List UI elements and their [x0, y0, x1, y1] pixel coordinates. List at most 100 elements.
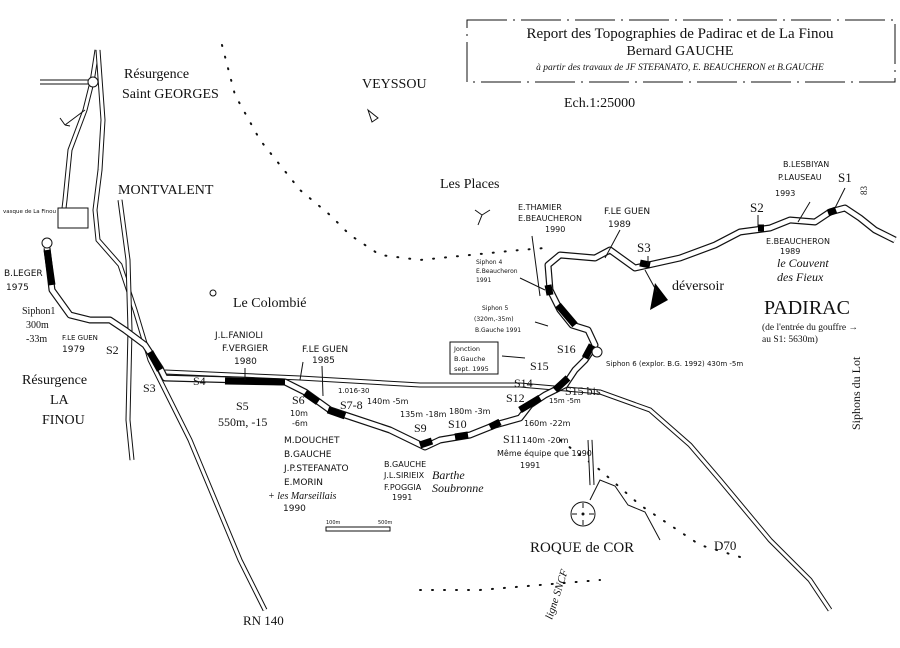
label-montvalent: MONTVALENT [118, 183, 214, 198]
ann-s11-stats: 140m -20m [522, 436, 569, 445]
ann-s10: S10 [448, 417, 467, 431]
cliff-edge [589, 479, 661, 541]
ann-s3-left: S3 [143, 381, 156, 395]
ann-siphon4: Siphon 4 [476, 259, 502, 266]
ann-s11-year: 1991 [520, 461, 540, 470]
ann-s6-stats: -6m [292, 419, 308, 428]
ann-s11-team: Même équipe que 1990 [497, 448, 592, 458]
veyssou-marker-icon [366, 108, 379, 123]
ann-siphon6: Siphon 6 (explor. B.G. 1992) 430m -5m [606, 360, 743, 368]
ann-fleguen3: F.LE GUEN [604, 207, 650, 217]
ann-team2-1: B.GAUCHE [384, 460, 426, 469]
label-saint-georges: Saint GEORGES [122, 87, 219, 102]
boundary-dotted [419, 579, 601, 591]
svg-text:500m: 500m [378, 520, 393, 526]
label-finou: FINOU [42, 413, 85, 428]
boundary-dotted [221, 44, 546, 262]
scale-bar: 100m 500m [325, 520, 393, 532]
ann-team-4: E.MORIN [284, 478, 323, 488]
padirac-note: au S1: 5630m) [762, 334, 818, 345]
ann-team-year: 1990 [283, 504, 306, 514]
ann-s6-stats: 10m [290, 409, 308, 418]
siphon-segments [43, 206, 838, 449]
ann-siphon4: E.Beaucheron [476, 268, 518, 275]
ann-siphon1: Siphon1 [22, 306, 55, 317]
ann-s1: S1 [838, 170, 852, 185]
flow-arrow-icon [59, 109, 86, 127]
ann-s14: S14 [514, 376, 533, 390]
ann-siphon5: (320m,-35m) [474, 316, 514, 323]
padirac-note: (de l'entrée du gouffre → [762, 322, 858, 333]
ann-s78-stats: 140m -5m [367, 397, 409, 406]
ann-siphon5: Siphon 5 [482, 305, 508, 312]
label-road-83: 83 [859, 186, 869, 196]
svg-text:B.Gauche: B.Gauche [454, 355, 485, 363]
label-fieux: des Fieux [777, 270, 824, 284]
ann-team-5: + les Marseillais [268, 491, 337, 502]
ann-team-3: J.P.STEFANATO [283, 464, 349, 474]
colombie-marker [209, 289, 217, 297]
ann-s12: S12 [506, 391, 525, 405]
deversoir-arrow-icon [650, 283, 668, 310]
ann-team2-3: F.POGGIA [384, 483, 422, 492]
ann-siphon5: B.Gauche 1991 [475, 327, 521, 334]
label-vasque: vasque de La Finou [3, 209, 56, 215]
ann-s4: S4 [193, 374, 206, 388]
ann-beaucheron: E.BEAUCHERON [766, 237, 830, 246]
roque-de-cor-symbol-icon [570, 501, 596, 527]
ann-vergier: F.VERGIER [222, 344, 268, 354]
ann-lesbiyan: B.LESBIYAN [783, 160, 829, 169]
label-veyssou: VEYSSOU [362, 77, 427, 92]
ann-lauseau: P.LAUSEAU [778, 173, 822, 182]
ann-thamier: E.BEAUCHERON [518, 214, 582, 223]
ann-s14-stats: 15m -5m [549, 397, 581, 405]
ann-team2-year: 1991 [392, 493, 412, 502]
ann-siphon1-depth: -33m [26, 334, 47, 345]
svg-text:Jonction: Jonction [453, 345, 480, 353]
jonction-box: Jonction B.Gauche sept. 1995 [449, 341, 499, 375]
vasque-finou-marker [41, 237, 53, 249]
building-icon [57, 207, 89, 229]
label-couvent: le Couvent [777, 256, 829, 270]
label-la: LA [50, 393, 70, 408]
ann-s9: S9 [414, 421, 427, 435]
ann-s10-stats: 180m -3m [449, 407, 491, 416]
label-les-places: Les Places [440, 177, 499, 192]
leader-lines [244, 187, 846, 397]
map-title: Report des Topographies de Padirac et de… [527, 26, 834, 42]
ann-siphon4: 1991 [476, 277, 491, 284]
ann-lesbiyan-year: 1993 [775, 189, 795, 198]
ann-fleguen3-year: 1989 [608, 220, 631, 230]
boundary-dotted [559, 439, 751, 561]
scale-label: Ech.1:25000 [564, 96, 635, 111]
label-barthe: Barthe [432, 468, 465, 482]
ann-s3-right: S3 [637, 240, 651, 255]
ann-fleguen2: F.LE GUEN [302, 345, 348, 355]
ann-s9-stats: 135m -18m [400, 410, 447, 419]
ann-s5-stats: 550m, -15 [218, 415, 267, 429]
label-resurgence-sg: Résurgence [124, 67, 189, 82]
ann-thamier-year: 1990 [545, 225, 565, 234]
label-resurgence-finou: Résurgence [22, 373, 87, 388]
label-roque-de-cor: ROQUE de COR [530, 540, 634, 556]
label-rn140: RN 140 [243, 613, 284, 628]
y-mark-icon [474, 209, 491, 226]
ann-s15: S15 [530, 359, 549, 373]
ann-s16: S16 [557, 342, 576, 356]
svg-text:sept. 1995: sept. 1995 [454, 365, 489, 373]
label-ligne-sncf: ligne SNCF [543, 568, 570, 621]
ann-thamier: E.THAMIER [518, 203, 562, 212]
ann-team-2: B.GAUCHE [284, 450, 332, 460]
ann-s78: S7-8 [340, 398, 363, 412]
ann-bleger: B.LEGER [4, 269, 43, 279]
ann-fanioli-year: 1980 [234, 357, 257, 367]
ann-team2-2: J.L.SIRIEIX [383, 471, 425, 480]
label-siphons-du-lot: Siphons du Lot [849, 356, 863, 430]
ann-fleguen1: F.LE GUEN [62, 334, 98, 342]
svg-text:100m: 100m [326, 520, 341, 526]
ann-s12-stats: 160m -22m [524, 419, 571, 428]
ann-siphon1-len: 300m [26, 320, 49, 331]
ann-s2-right: S2 [750, 200, 764, 215]
